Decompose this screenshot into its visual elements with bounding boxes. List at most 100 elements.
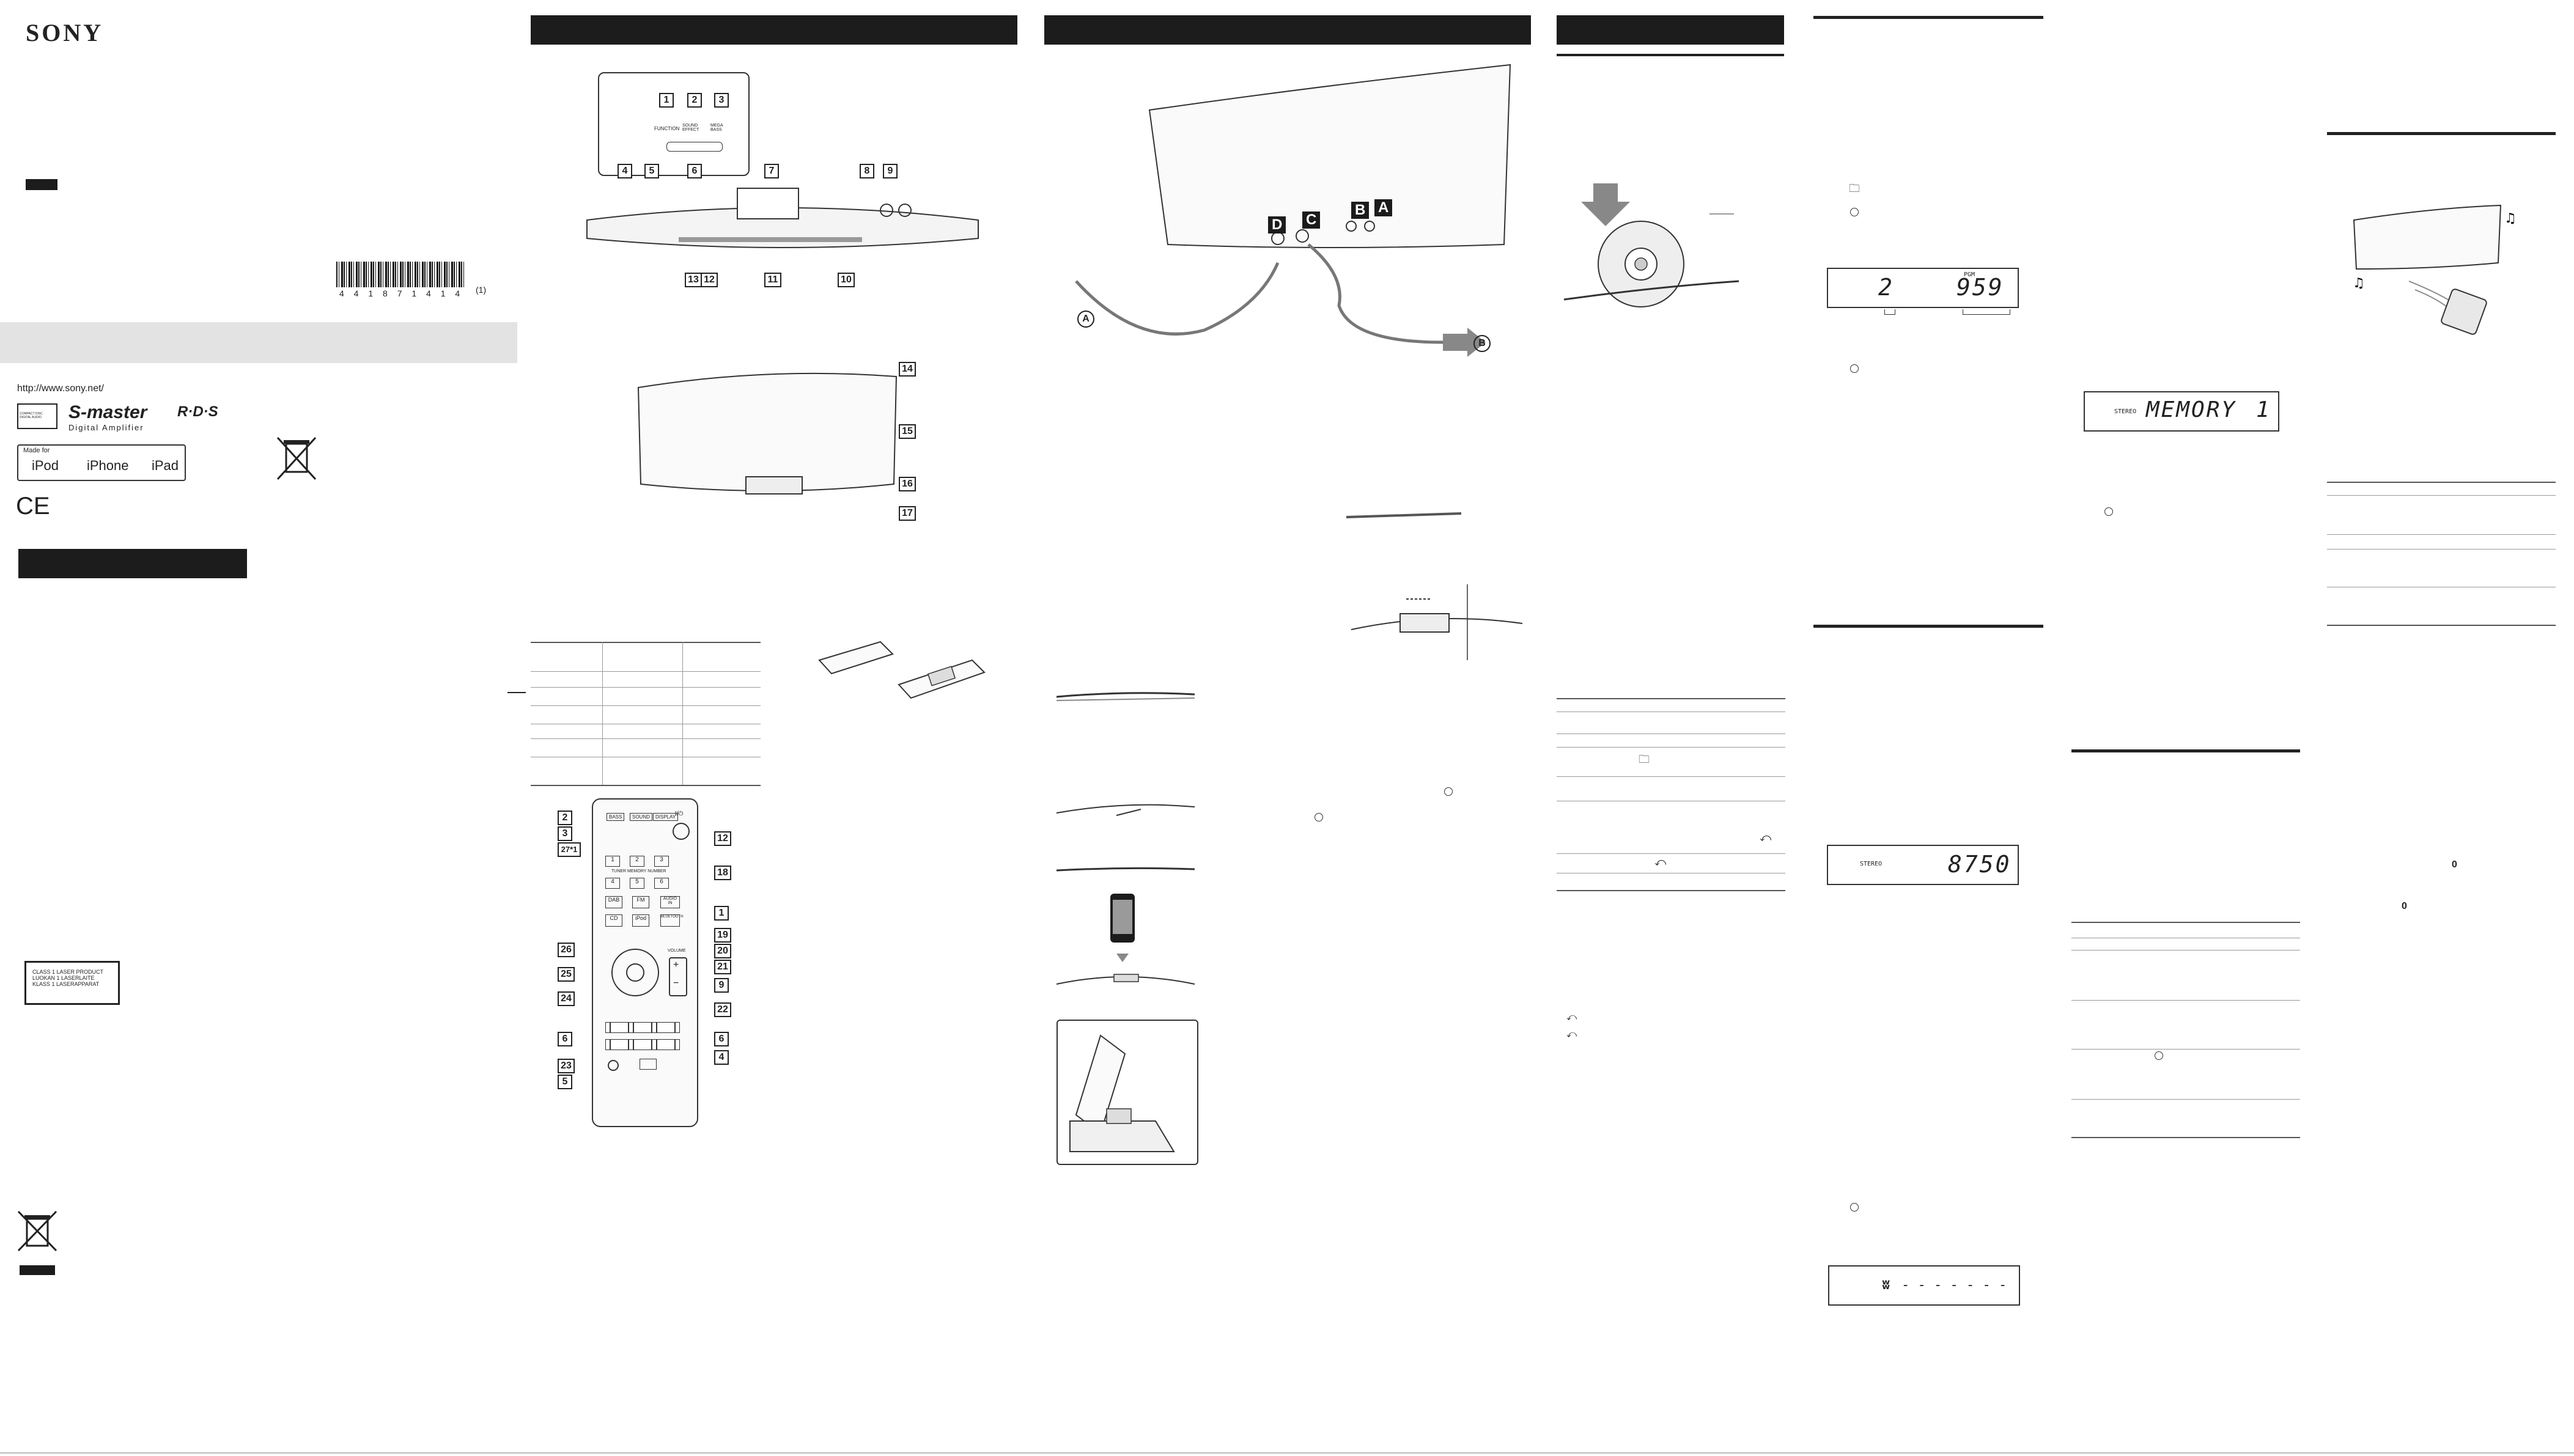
remote-audio-in-key[interactable]: AUDIO IN: [660, 896, 680, 908]
callout-13: 13: [685, 273, 702, 287]
remote-stop-key[interactable]: [640, 1059, 657, 1070]
remote-power-key[interactable]: [673, 823, 690, 840]
remote-digit-3[interactable]: 3: [654, 856, 669, 867]
cd-table-top-rule: [1557, 698, 1785, 699]
table-top-rule: [531, 642, 761, 643]
remote-ipod-key[interactable]: iPod: [632, 914, 649, 927]
ipad-label: iPad: [152, 458, 179, 473]
remote-cd-key[interactable]: CD: [605, 914, 622, 927]
remote-digit-6[interactable]: 6: [654, 878, 669, 889]
dock-slide-drawing-1: [1056, 692, 1195, 701]
barcode-suffix: (1): [476, 285, 487, 295]
remote-navigation-ring[interactable]: [611, 949, 659, 996]
cd-display-value: 959: [1956, 274, 2004, 301]
svg-text:♫: ♫: [2353, 276, 2365, 291]
skip-button-strip: [666, 142, 723, 152]
remote-enter-key[interactable]: [626, 963, 644, 982]
smaster-text: S-master: [68, 402, 147, 422]
remote-volume-label: VOLUME: [668, 949, 686, 953]
cd-subheader-rule: [1557, 54, 1784, 56]
remote-volume-plus[interactable]: +: [673, 960, 679, 970]
table-rule-5: [531, 738, 761, 739]
bt-table-rule-3: [2071, 1000, 2300, 1001]
language-badge: [26, 179, 57, 190]
remote-digit-4[interactable]: 4: [605, 878, 620, 889]
fm-display-frequency: 8750: [1948, 851, 2012, 878]
remote-volume-minus[interactable]: −: [673, 978, 679, 988]
folder-icon: 🗀: [1639, 753, 1650, 765]
remote-display-key[interactable]: DISPLAY: [653, 813, 679, 821]
callout-1: 1: [659, 93, 674, 108]
remote-digit-2[interactable]: 2: [630, 856, 644, 867]
memory-display-index: 1: [2256, 397, 2271, 422]
website-link[interactable]: http://www.sony.net/: [17, 383, 104, 394]
remote-sound-key[interactable]: SOUND: [630, 813, 652, 821]
unit-top-view-drawing: [586, 188, 979, 248]
dock-closeup-inset: [1057, 1020, 1198, 1165]
step-marker-icon-5: [1850, 1203, 1859, 1211]
battery-install-drawing: [818, 641, 986, 699]
remote-callout-2: 2: [558, 811, 572, 825]
remote-callout-9: 9: [714, 978, 729, 993]
margin-mark: [507, 692, 526, 693]
remote-callout-22: 22: [714, 1002, 731, 1017]
remote-digit-1[interactable]: 1: [605, 856, 620, 867]
compact-disc-logo: COMPACT DISC DIGITAL AUDIO: [17, 403, 57, 429]
remote-shift-key[interactable]: [608, 1060, 619, 1071]
battery-weee-bin-icon: [17, 1210, 57, 1252]
remote-volume-rocker[interactable]: [669, 957, 687, 996]
iphone-device: [1110, 894, 1135, 943]
cable-b-label: B: [1473, 335, 1491, 352]
barcode-number: 4 4 1 8 7 1 4 1 4: [339, 289, 464, 298]
remote-transport-row-1[interactable]: [605, 1022, 680, 1033]
jack-b-label: B: [1351, 202, 1370, 219]
remote-transport-row-2[interactable]: [605, 1039, 680, 1050]
smaster-logo: S-master Digital Amplifier: [68, 402, 147, 432]
folder-icon-2: 🗀: [1849, 182, 1860, 194]
remote-fm-key[interactable]: FM: [632, 896, 649, 908]
compact-disc-logo-text: COMPACT DISC DIGITAL AUDIO: [20, 412, 43, 419]
fm-display-stereo-label: STEREO: [1860, 861, 1883, 867]
function-label: FUNCTION: [654, 126, 680, 131]
remote-bass-key[interactable]: BASS: [607, 813, 625, 821]
laser-label-line-1: CLASS 1 LASER PRODUCT: [32, 969, 104, 975]
parts-header-bar: [531, 15, 1017, 45]
cd-table-rule-4: [1557, 776, 1785, 777]
cd-program-display: 2 PGM 959: [1827, 268, 2019, 308]
display-bracket-left: [1884, 309, 1895, 315]
cd-display-pgm-label: PGM: [1964, 271, 1975, 278]
dock-down-arrow: [1116, 954, 1129, 962]
dock-tray-drawing: [1056, 974, 1195, 985]
remote-digit-5[interactable]: 5: [630, 878, 644, 889]
zero-glyph-1: 0: [2452, 859, 2457, 870]
callout-10: 10: [838, 273, 855, 287]
callout-4: 4: [618, 164, 632, 178]
remote-callout-20: 20: [714, 944, 731, 958]
rds-logo: R·D·S: [177, 403, 218, 420]
remote-bluetooth-key[interactable]: BLUETOOTH: [660, 914, 684, 927]
callout-17: 17: [899, 506, 916, 521]
sound-effect-label: SOUND EFFECT: [682, 123, 699, 132]
remote-callout-27: 27*1: [558, 842, 581, 857]
iphone-label: iPhone: [87, 458, 129, 473]
rear-connection-drawing: [1075, 64, 1511, 357]
cd-insert-drawing: [1563, 183, 1739, 307]
spec-table-rule-2: [2327, 534, 2556, 535]
repeat-icon-1: ⤺: [1566, 1012, 1577, 1023]
remote-dab-key[interactable]: DAB: [605, 896, 622, 908]
cd-table-rule-3: [1557, 747, 1785, 748]
control-panel-inset: [598, 72, 750, 176]
remote-callout-18: 18: [714, 866, 731, 880]
smaster-subtitle: Digital Amplifier: [68, 423, 144, 432]
cd-table-rule-6: [1557, 853, 1785, 854]
remote-callout-5: 5: [558, 1075, 572, 1089]
tuner-header-rule: [1813, 625, 2043, 628]
ce-mark: CE: [16, 493, 50, 520]
spec-table-top-rule: [2327, 482, 2556, 483]
callout-16: 16: [899, 477, 916, 491]
callout-9: 9: [883, 164, 898, 178]
callout-15: 15: [899, 424, 916, 439]
dock-slide-drawing-3: [1056, 867, 1195, 872]
spec-table-rule-1: [2327, 495, 2556, 496]
ipod-label: iPod: [32, 458, 59, 473]
